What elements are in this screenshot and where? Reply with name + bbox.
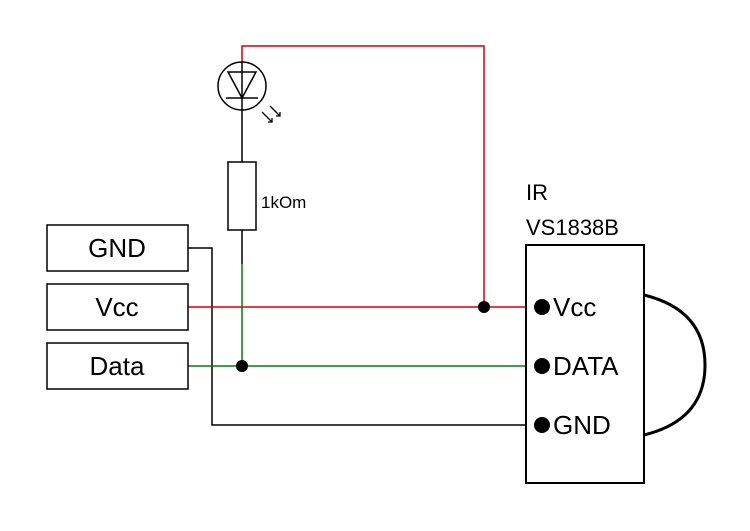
sensor-dome — [643, 293, 707, 437]
resistor-body — [227, 161, 257, 231]
pin-vcc-label: Vcc — [553, 292, 596, 322]
light-emission-icon — [261, 105, 281, 123]
pin-vcc-dot — [534, 299, 550, 315]
connector-gnd[interactable]: GND — [46, 224, 189, 272]
pin-data-label: DATA — [553, 351, 619, 381]
resistor-label: 1kOm — [261, 193, 306, 212]
vcc-led-wire — [241, 45, 485, 307]
sensor-title-model: VS1838B — [526, 215, 619, 240]
connector-gnd-label: GND — [88, 233, 146, 263]
pin-gnd-dot — [534, 417, 550, 433]
sensor-title-ir: IR — [526, 180, 548, 205]
led-symbol — [217, 61, 267, 111]
pin-data-dot — [534, 358, 550, 374]
connector-vcc[interactable]: Vcc — [46, 283, 189, 331]
gnd-wire — [188, 247, 540, 426]
connector-data-label: Data — [90, 351, 145, 381]
pin-gnd-label: GND — [553, 410, 611, 440]
data-junction-dot — [236, 360, 248, 372]
ir-sensor: Vcc DATA GND — [525, 244, 707, 484]
vcc-junction-dot — [478, 301, 490, 313]
connector-data[interactable]: Data — [46, 342, 189, 390]
connector-vcc-label: Vcc — [95, 292, 138, 322]
